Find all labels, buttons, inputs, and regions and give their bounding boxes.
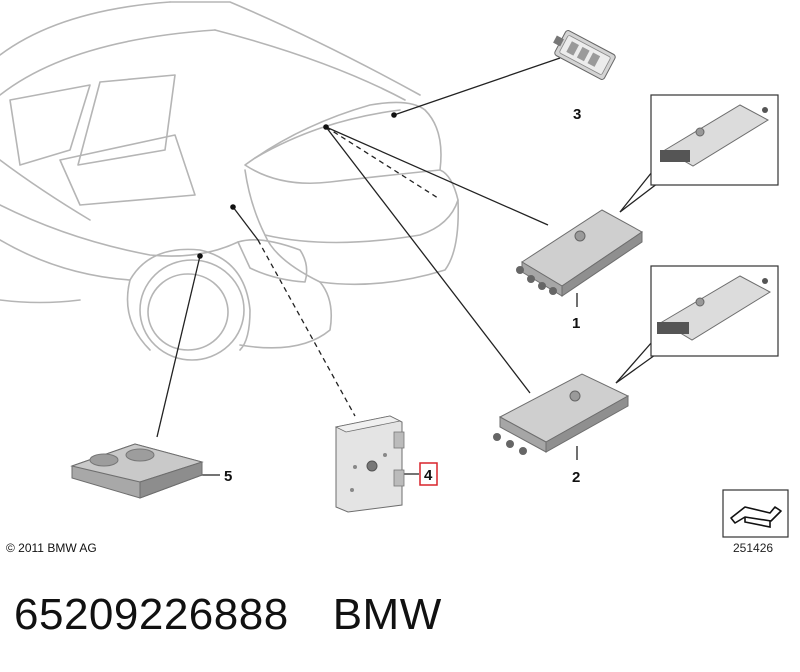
part-5-holder-pad xyxy=(70,443,204,499)
callout-4: 4 xyxy=(424,467,433,484)
callout-1: 1 xyxy=(572,315,580,332)
brand-name: BMW xyxy=(332,590,442,639)
detail-box-bottom xyxy=(650,265,779,357)
anchor-dots xyxy=(197,112,397,259)
copyright-notice: © 2011 BMW AG xyxy=(6,541,97,555)
part-listing: 65209226888 BMW xyxy=(14,590,442,640)
diagram-reference-number: 251426 xyxy=(733,541,774,555)
callout-5: 5 xyxy=(224,468,232,485)
callout-4-highlight xyxy=(419,462,438,486)
detail-box-top xyxy=(650,94,779,186)
part-2-antenna-module xyxy=(493,373,630,455)
part-4-control-unit xyxy=(334,415,405,513)
part-number: 65209226888 xyxy=(14,590,289,639)
part-1-antenna-module xyxy=(516,209,643,297)
callout-3: 3 xyxy=(573,106,581,123)
callout-2: 2 xyxy=(572,469,580,486)
navigation-arrow-icon xyxy=(722,489,789,538)
car-outline xyxy=(0,1,460,361)
part-3-antenna-amplifier xyxy=(553,30,616,80)
